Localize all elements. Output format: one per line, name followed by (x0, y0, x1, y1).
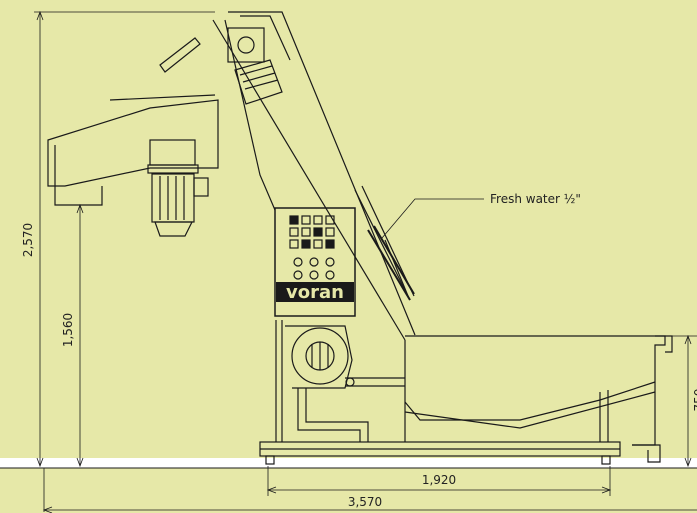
elevator-motor (227, 27, 283, 105)
machine (47, 11, 673, 465)
hopper-motor (151, 173, 209, 237)
dimension-lines (34, 10, 697, 513)
dim-frame-width-value: 1,920 (422, 473, 456, 487)
washing-tank (404, 335, 673, 463)
brand-plate (276, 282, 354, 302)
dim-edge-height-value: 750 (692, 389, 697, 412)
dim-total-width-value: 3,570 (348, 495, 382, 509)
feed-hopper (47, 94, 219, 206)
dim-total-height-value: 2,570 (21, 223, 35, 257)
dim-inlet-height-value: 1,560 (61, 313, 75, 347)
fresh-water-label: Fresh water ½" (490, 192, 581, 206)
panel-details (276, 216, 354, 302)
pump-motor (285, 325, 353, 389)
piping (297, 377, 405, 442)
water-valve (367, 225, 415, 301)
fresh-water-leader (381, 198, 484, 239)
base-frame (259, 320, 621, 465)
brand-logo: voran (286, 282, 344, 303)
control-panel (274, 207, 356, 317)
floor-band (0, 458, 697, 468)
